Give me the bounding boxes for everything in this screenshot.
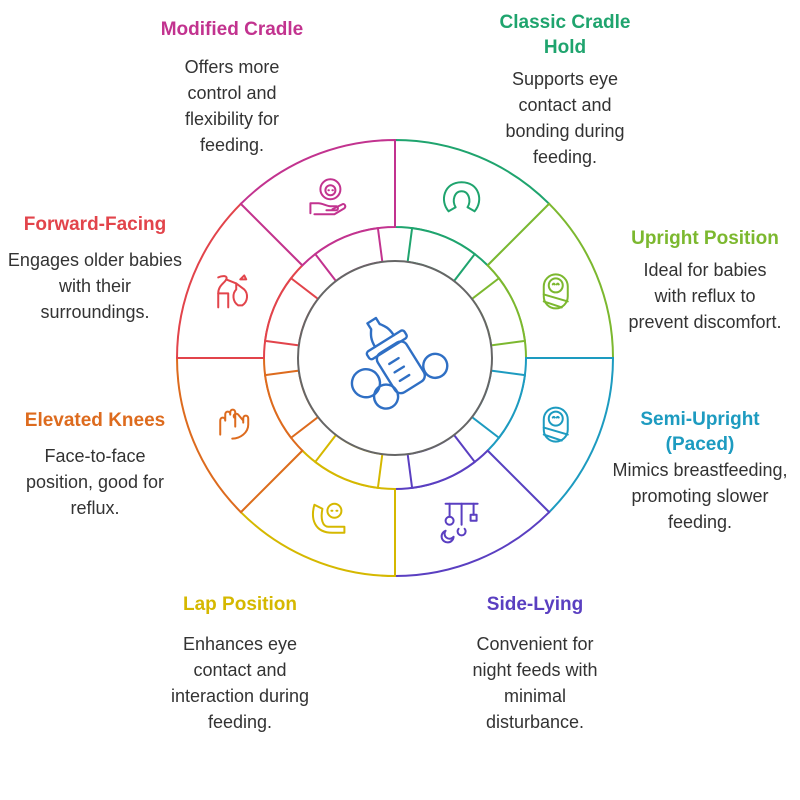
position-title-side-lying: Side-Lying [486, 594, 584, 615]
baby-bottle-icon [350, 316, 449, 410]
position-desc-modified-cradle: Offers more control and flexibility for … [184, 57, 280, 155]
baby-in-hand-icon [309, 178, 347, 216]
stork-baby-icon [217, 274, 248, 309]
label-classic-cradle-hold: Classic Cradle Hold Supports eye contact… [470, 10, 660, 170]
position-desc-classic-cradle-hold: Supports eye contact and bonding during … [505, 69, 625, 167]
position-title-semi-upright-paced: Semi-Upright (Paced) [640, 409, 760, 455]
label-upright-position: Upright Position Ideal for babies with r… [610, 226, 800, 335]
swaddled-baby-icon [542, 273, 569, 310]
swaddled-baby-icon [542, 406, 569, 443]
segment-side-lying [394, 433, 551, 578]
label-modified-cradle: Modified Cradle Offers more control and … [137, 17, 327, 158]
lap-baby-icon [312, 502, 346, 534]
label-side-lying: Side-Lying Convenient for night feeds wi… [440, 592, 630, 735]
label-semi-upright-paced: Semi-Upright (Paced) Mimics breastfeedin… [612, 407, 788, 535]
position-title-modified-cradle: Modified Cradle [160, 19, 304, 40]
night-mobile-icon [440, 502, 479, 544]
label-lap-position: Lap Position Enhances eye contact and in… [145, 592, 335, 735]
position-title-classic-cradle-hold: Classic Cradle Hold [499, 12, 631, 58]
cradle-hold-icon [443, 181, 481, 213]
label-elevated-knees: Elevated Knees Face-to-face position, go… [5, 408, 185, 521]
segment-classic-cradle-hold [394, 138, 551, 283]
position-desc-elevated-knees: Face-to-face position, good for reflux. [25, 446, 165, 518]
position-desc-side-lying: Convenient for night feeds with minimal … [472, 634, 598, 732]
position-title-elevated-knees: Elevated Knees [24, 410, 166, 431]
position-desc-semi-upright-paced: Mimics breastfeeding, promoting slower f… [612, 460, 788, 532]
hands-icon [219, 408, 250, 440]
position-title-forward-facing: Forward-Facing [23, 214, 167, 235]
center-circle [297, 260, 493, 456]
position-desc-forward-facing: Engages older babies with their surround… [7, 250, 183, 322]
position-desc-upright-position: Ideal for babies with reflux to prevent … [628, 260, 782, 332]
position-desc-lap-position: Enhances eye contact and interaction dur… [170, 634, 310, 732]
position-title-lap-position: Lap Position [183, 594, 297, 615]
segment-upright-position [470, 202, 615, 359]
label-forward-facing: Forward-Facing Engages older babies with… [5, 212, 185, 325]
position-title-upright-position: Upright Position [631, 228, 779, 249]
